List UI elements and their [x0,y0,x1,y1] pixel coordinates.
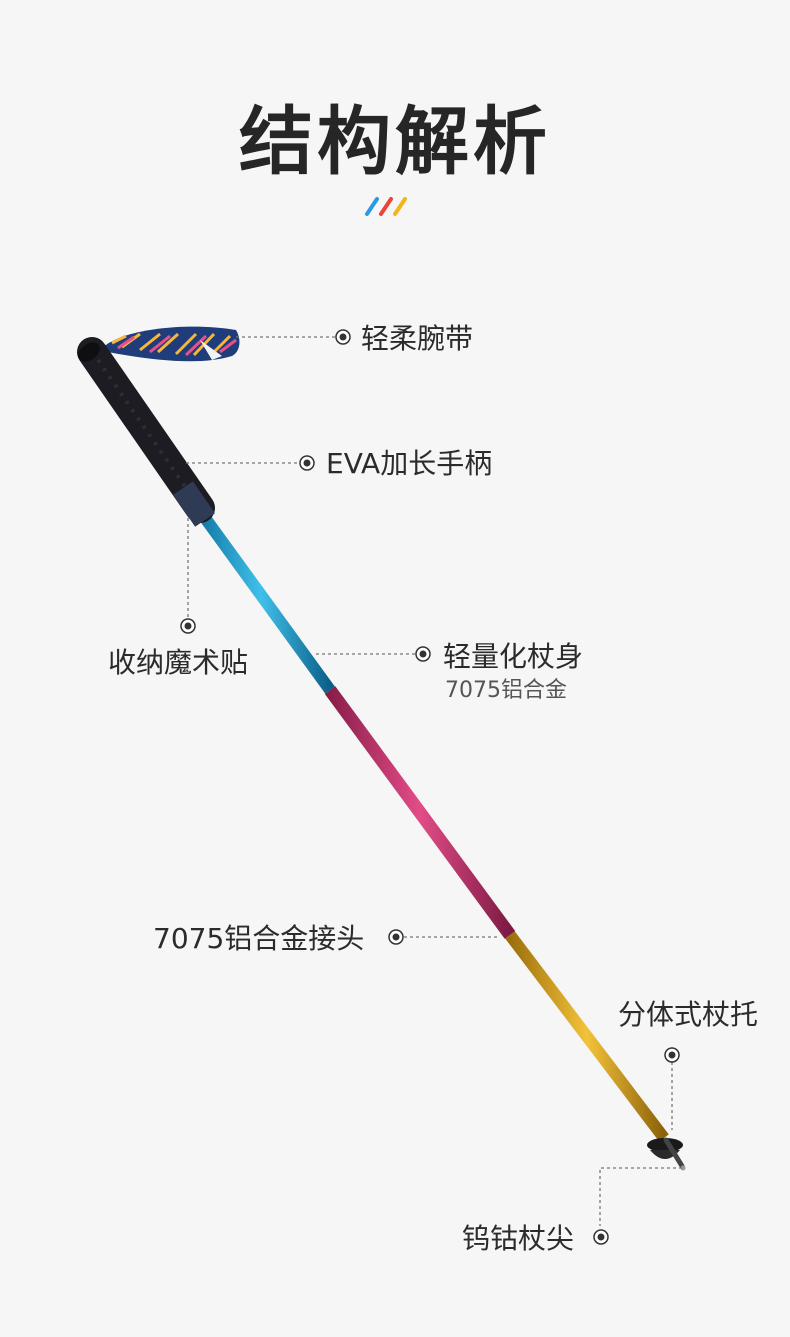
callout-tip-label: 钨钴杖尖 [462,1222,575,1255]
dot-velcro [180,618,196,634]
callout-shaft-label: 轻量化杖身 [443,640,584,673]
eva-grip [77,337,215,527]
leader-tip [599,1167,682,1226]
dot-basket [664,1047,680,1063]
dot-tip [593,1229,609,1245]
callout-velcro-label: 收纳魔术贴 [108,646,249,679]
shaft-middle-pink [324,686,516,939]
page-title: 结构解析 [239,99,551,185]
wrist-strap [100,326,240,362]
callout-strap-label: 轻柔腕带 [361,322,474,355]
dot-grip [299,455,315,471]
deco-slash-red [379,197,393,216]
callout-basket-label: 分体式杖托 [618,998,759,1031]
callout-dots [180,329,680,1245]
basket-and-tip [647,1137,686,1171]
deco-slash-yellow [393,197,407,216]
dot-strap [335,329,351,345]
dot-shaft [415,646,431,662]
callout-shaft-material: 7075铝合金 [445,678,567,703]
dot-joint [388,929,404,945]
pole-shaft [187,496,669,1142]
title-decoration-slashes [365,197,407,216]
callout-grip-label: EVA加长手柄 [326,447,493,480]
shaft-upper-blue [187,496,335,694]
leader-lines [186,336,682,1226]
callout-joint-label: 7075铝合金接头 [153,922,365,955]
deco-slash-blue [365,197,379,216]
shaft-lower-gold [505,931,669,1142]
